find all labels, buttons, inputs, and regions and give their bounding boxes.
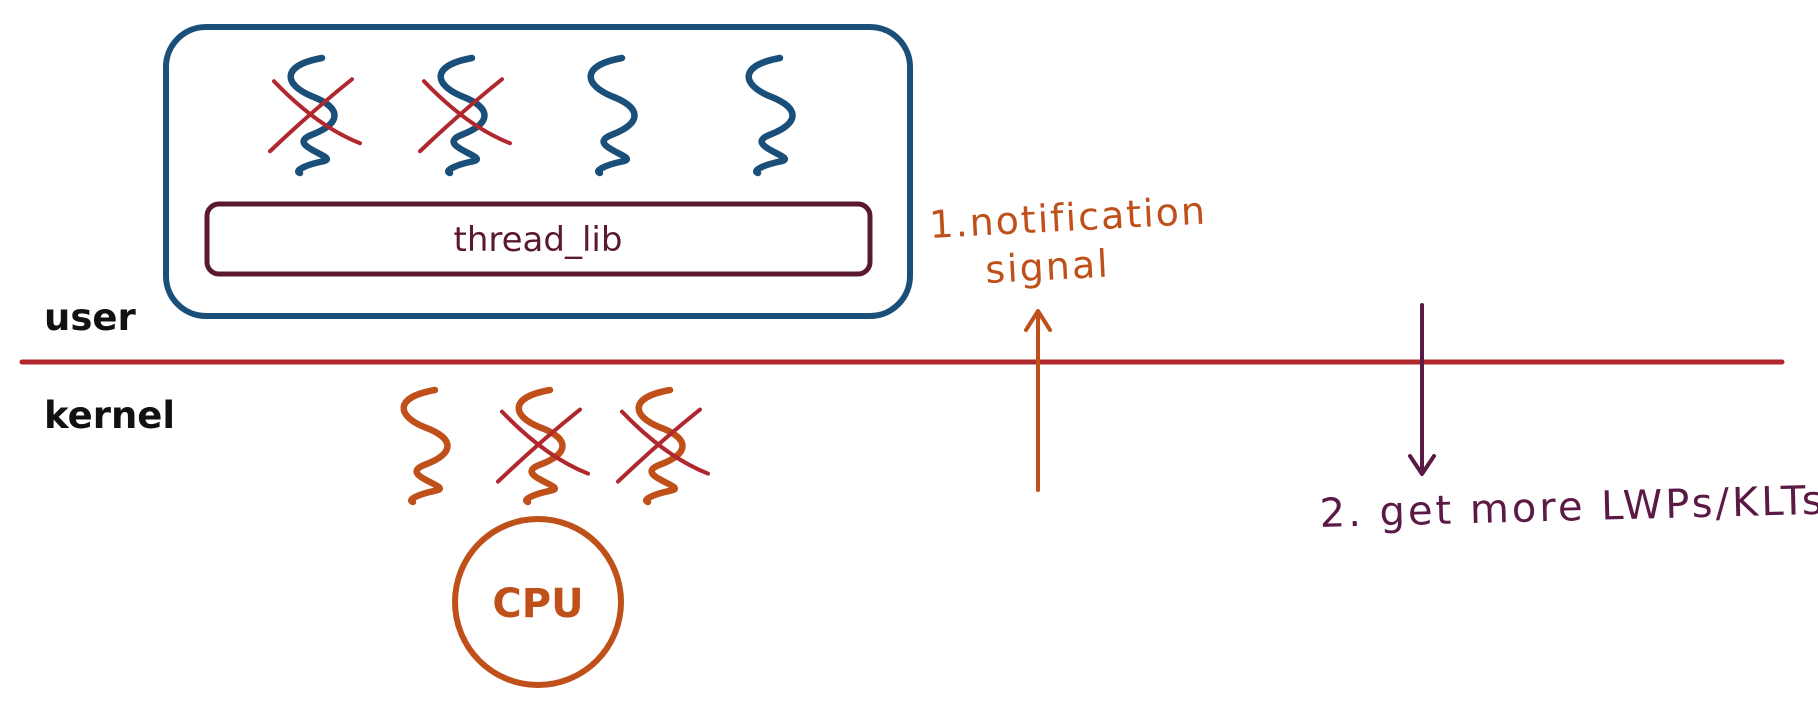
notification-label-line2: signal xyxy=(984,242,1111,292)
user-thread-1-blocked-mark xyxy=(268,77,362,154)
process-box xyxy=(163,24,913,319)
user-threads xyxy=(268,54,796,177)
user-thread-2 xyxy=(437,54,488,177)
kernel-thread-1 xyxy=(400,386,451,506)
notification-label-line1: 1.notification xyxy=(928,189,1208,247)
kernel-thread-2 xyxy=(515,386,566,506)
thread-lib-bar xyxy=(204,201,873,277)
kernel-thread-2-blocked-mark xyxy=(496,407,590,484)
get-more-lwps-arrow xyxy=(1408,303,1436,476)
kernel-label: kernel xyxy=(44,394,175,437)
get-more-lwps-label: 2. get more LWPs/KLTs xyxy=(1319,478,1818,537)
cpu-circle xyxy=(452,516,624,688)
thread-lib-label: thread_lib xyxy=(454,220,623,260)
notification-arrow xyxy=(1024,309,1052,492)
cpu-label: CPU xyxy=(492,581,583,627)
user-thread-4 xyxy=(745,54,796,177)
user-thread-3 xyxy=(587,54,638,177)
kernel-threads xyxy=(400,386,710,506)
kernel-thread-3-blocked-mark xyxy=(616,407,710,484)
kernel-thread-3 xyxy=(635,386,686,506)
user-thread-2-blocked-mark xyxy=(418,77,512,154)
user-thread-1 xyxy=(287,54,338,177)
user-label: user xyxy=(44,296,136,339)
